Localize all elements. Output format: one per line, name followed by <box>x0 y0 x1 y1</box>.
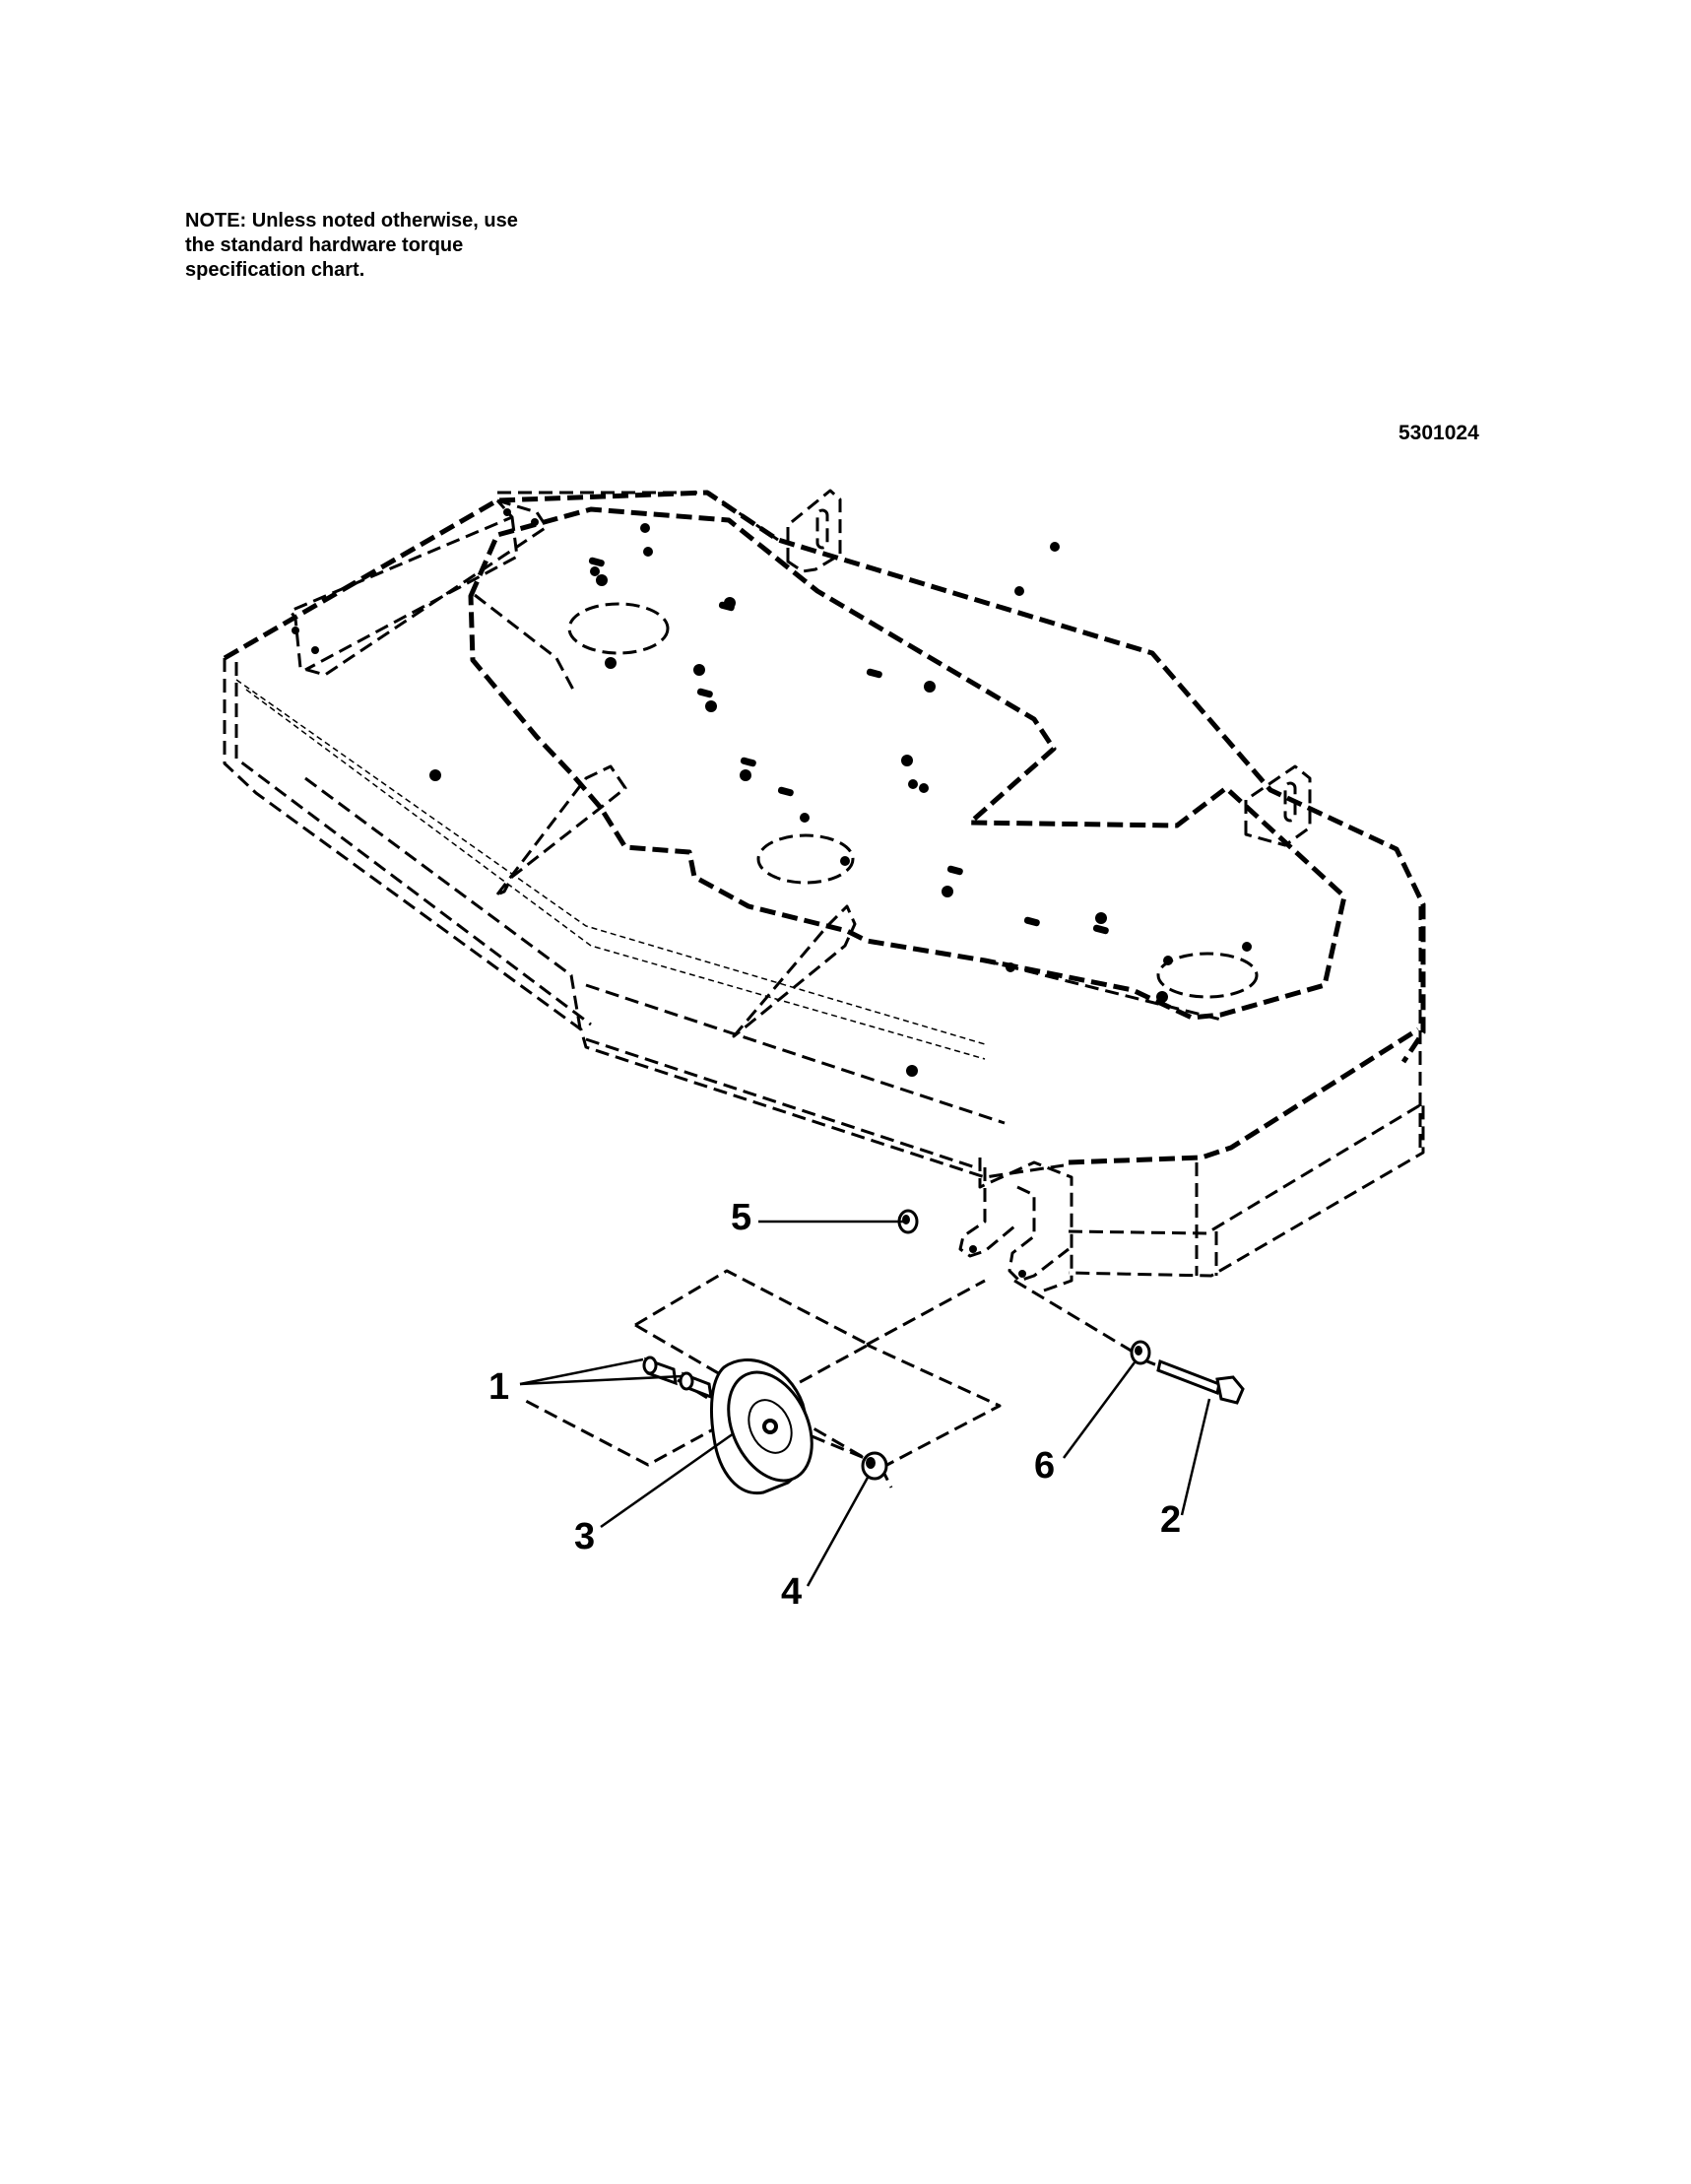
callout-numbers: 1 2 3 4 5 6 <box>488 1197 1181 1613</box>
note-line-3: specification chart. <box>185 259 365 281</box>
bushing <box>861 1451 888 1481</box>
slotted-brackets <box>786 489 1312 847</box>
spindle-plate <box>429 506 1347 1077</box>
wheel <box>709 1357 813 1495</box>
callout-1: 1 <box>488 1366 509 1408</box>
note-text: NOTE: Unless noted otherwise, use the st… <box>185 209 599 283</box>
deck-housing <box>223 490 1426 1278</box>
drawing-number: 5301024 <box>1398 422 1479 444</box>
callout-2: 2 <box>1160 1499 1181 1541</box>
leader-lines <box>519 1220 1211 1587</box>
note-line-2: the standard hardware torque <box>185 234 464 256</box>
rear-bracket-left <box>289 491 779 677</box>
gusset-brackets <box>474 593 857 1038</box>
locknut-6 <box>1130 1340 1151 1365</box>
callout-4: 4 <box>781 1571 802 1613</box>
note-line-1: NOTE: Unless noted otherwise, use <box>185 210 518 232</box>
wheel-bracket <box>958 1158 1073 1292</box>
bolt <box>1156 1358 1245 1405</box>
callout-3: 3 <box>574 1516 595 1557</box>
callout-5: 5 <box>731 1197 751 1238</box>
callout-6: 6 <box>1034 1445 1055 1487</box>
